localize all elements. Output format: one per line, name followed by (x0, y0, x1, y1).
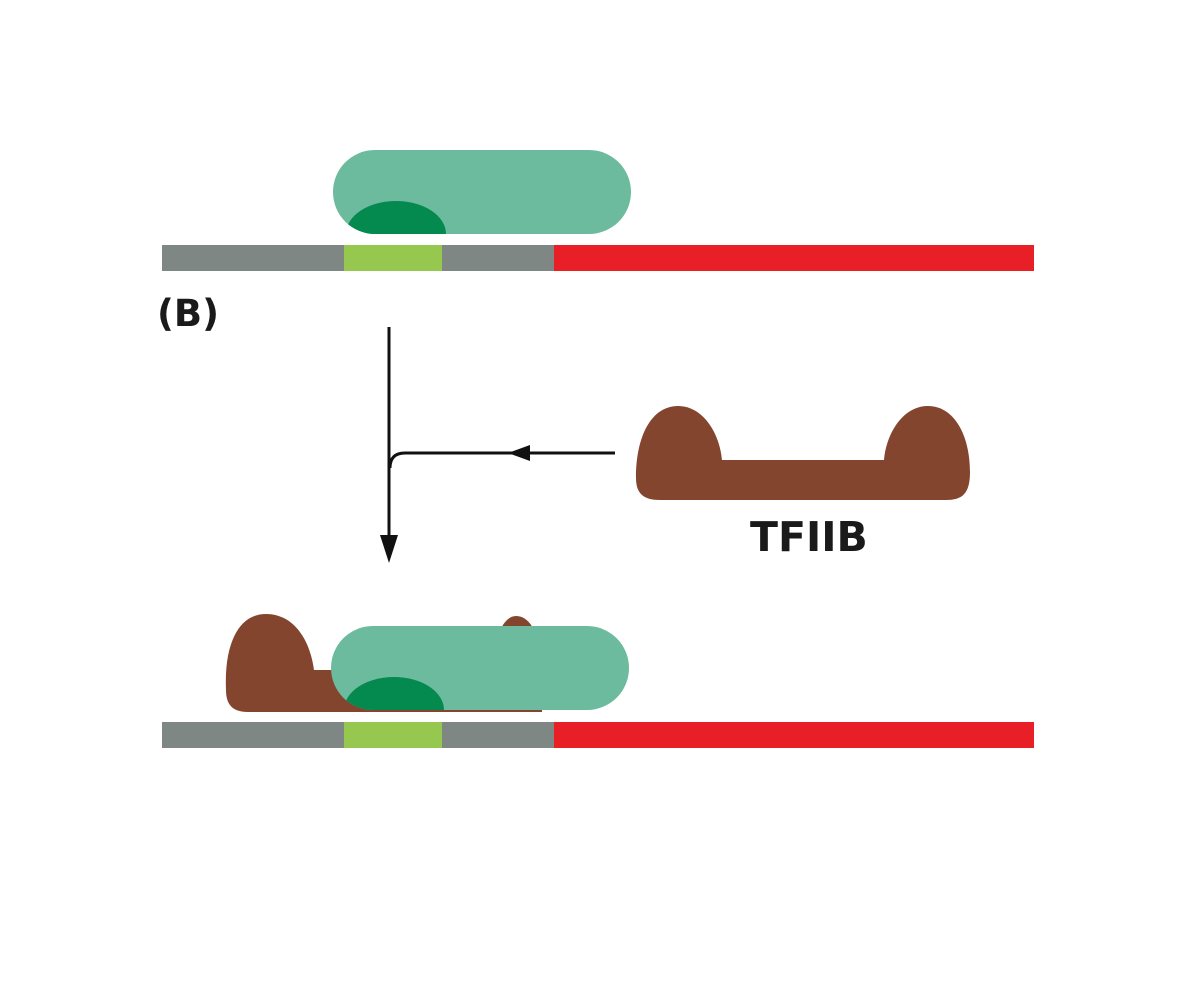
incoming-arrow-shaft (388, 451, 615, 469)
coding-region-segment (554, 245, 1034, 271)
dna-strand-bottom (162, 722, 1034, 748)
top-complex (162, 150, 1034, 271)
tbp-protein-top (333, 150, 631, 234)
main-down-arrow-head (380, 535, 398, 563)
dna-upstream-segment (162, 245, 344, 271)
tfiib-protein-shape (636, 406, 970, 500)
tbp-dna-binding-domain (344, 677, 444, 710)
tbp-protein-bottom (331, 626, 629, 710)
dna-spacer-segment (442, 722, 554, 748)
tfiib-free: TFIIB (636, 406, 970, 561)
tfiib-label: TFIIB (750, 513, 868, 561)
bottom-complex (162, 614, 1034, 748)
dna-spacer-segment (442, 245, 554, 271)
tbp-dna-binding-domain (346, 201, 446, 234)
dna-strand-top (162, 245, 1034, 271)
coding-region-segment (554, 722, 1034, 748)
tata-box-segment (344, 245, 442, 271)
dna-upstream-segment (162, 722, 344, 748)
panel-label: (B) (157, 292, 219, 335)
reaction-arrows (380, 327, 615, 563)
incoming-arrow-head (508, 445, 530, 461)
tata-box-segment (344, 722, 442, 748)
